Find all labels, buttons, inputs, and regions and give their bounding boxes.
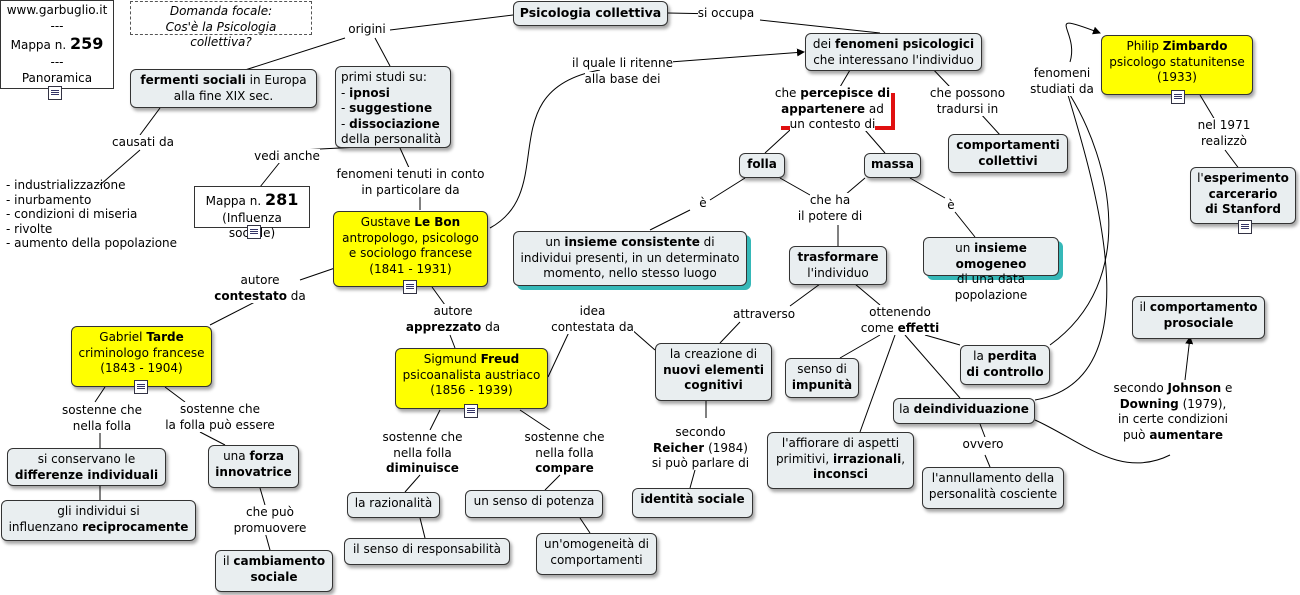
node-insieme-consistente[interactable]: un insieme consistente di individui pres… — [513, 231, 747, 286]
label-percepisce: che percepisce di appartenere ad un cont… — [774, 86, 891, 132]
note-icon[interactable] — [1171, 90, 1185, 104]
node-fermenti-sociali[interactable]: fermenti sociali in Europa alla fine XIX… — [130, 69, 317, 108]
node-responsabilita[interactable]: il senso di responsabilità — [344, 538, 510, 565]
label-ottenendo: ottenendo come effetti — [860, 305, 940, 335]
node-freud[interactable]: Sigmund Freud psicoanalista austriaco (1… — [395, 348, 548, 409]
label-secondo-johnson: secondo Johnson e Downing (1979), in cer… — [1113, 381, 1233, 442]
note-icon[interactable] — [134, 380, 148, 394]
focal-question: Domanda focale: Cos'è la Psicologia coll… — [130, 1, 312, 49]
label-e-folla: è — [699, 196, 707, 210]
node-influenza-reciproca[interactable]: gli individui si influenzano reciprocame… — [1, 500, 196, 541]
node-folla[interactable]: folla — [739, 153, 785, 178]
node-aspetti-primitivi[interactable]: l'affiorare di aspetti primitivi, irrazi… — [767, 432, 914, 489]
separator-bottom: --- — [50, 54, 64, 69]
cause-item: - condizioni di miseria — [6, 207, 138, 221]
focal-title: Domanda focale: — [169, 4, 273, 18]
node-fenomeni-psicologici[interactable]: dei fenomeni psicologici che interessano… — [805, 33, 982, 71]
site-url[interactable]: www.garbuglio.it — [6, 3, 108, 17]
cause-item: - aumento della popolazione — [6, 236, 178, 250]
label-secondo-reicher: secondo Reicher (1984) si può parlare di — [651, 425, 750, 471]
separator-top: --- — [50, 18, 64, 33]
node-primi-studi[interactable]: primi studi su: - ipnosi - suggestione -… — [335, 66, 451, 148]
focal-text: Cos'è la Psicologia collettiva? — [165, 19, 277, 50]
note-icon[interactable] — [464, 404, 478, 418]
node-tarde[interactable]: Gabriel Tarde criminologo francese (1843… — [71, 326, 212, 387]
label-si-occupa: si occupa — [697, 6, 755, 20]
node-forza-innovatrice[interactable]: una forza innovatrice — [208, 445, 299, 488]
map-link-icon[interactable] — [48, 86, 62, 100]
label-vedi-anche: vedi anche — [254, 149, 320, 163]
node-senso-potenza[interactable]: un senso di potenza — [465, 490, 603, 518]
label-e-massa: è — [947, 198, 955, 212]
note-icon[interactable] — [403, 280, 417, 294]
node-deindividuazione[interactable]: la deindividuazione — [893, 398, 1035, 424]
node-comportamento-prosociale[interactable]: il comportamento prosociale — [1132, 296, 1265, 339]
node-razionalita[interactable]: la razionalità — [347, 492, 440, 518]
map-link-icon[interactable] — [247, 225, 261, 239]
node-omogeneita[interactable]: un'omogeneità di comportamenti — [536, 533, 657, 575]
view-label: Panoramica — [21, 70, 93, 85]
node-impunita[interactable]: senso di impunità — [785, 358, 859, 398]
node-massa[interactable]: massa — [864, 153, 921, 178]
node-perdita-controllo[interactable]: la perdita di controllo — [960, 345, 1050, 385]
label-causati-da: causati da — [112, 135, 174, 149]
label-autore-contestato: autore contestato da — [214, 273, 306, 303]
node-mappa-281[interactable]: Mappa n. 281 (Influenza sociale) — [194, 186, 310, 240]
map-number: Mappa n. 259 — [10, 34, 104, 54]
cause-list: - industrializzazione - inurbamento - co… — [6, 178, 206, 251]
label-attraverso: attraverso — [732, 307, 796, 321]
cause-item: - inurbamento — [6, 192, 92, 207]
node-differenze-individuali[interactable]: si conservano le differenze individuali — [7, 448, 166, 486]
node-nuovi-elementi-cognitivi[interactable]: la creazione di nuovi elementi cognitivi — [655, 343, 772, 401]
node-comportamenti-collettivi[interactable]: comportamenti collettivi — [948, 134, 1068, 173]
node-le-bon[interactable]: Gustave Le Bon antropologo, psicologo e … — [333, 211, 488, 287]
node-insieme-omogeneo[interactable]: un insieme omogeneo di una data popolazi… — [923, 237, 1059, 302]
node-annullamento-personalita[interactable]: l'annullamento della personalità coscien… — [922, 467, 1064, 509]
node-trasformare[interactable]: trasformare l'individuo — [789, 246, 887, 285]
node-esperimento-stanford[interactable]: l'esperimento carcerario di Stanford — [1190, 167, 1296, 224]
node-identita-sociale[interactable]: identità sociale — [632, 488, 753, 518]
cause-item: - industrializzazione — [6, 178, 126, 192]
label-autore-apprezzato: autore apprezzato da — [405, 304, 501, 334]
node-cambiamento-sociale[interactable]: il cambiamento sociale — [215, 550, 333, 592]
note-icon[interactable] — [1238, 220, 1252, 234]
label-origini: origini — [348, 22, 386, 36]
label-ovvero: ovvero — [962, 437, 1004, 451]
node-psicologia-collettiva[interactable]: Psicologia collettiva — [513, 1, 668, 26]
node-zimbardo[interactable]: Philip Zimbardo psicologo statunitense (… — [1101, 35, 1253, 95]
header-box: www.garbuglio.it --- Mappa n. 259 --- Pa… — [0, 0, 114, 89]
cause-item: - rivolte — [6, 221, 53, 236]
